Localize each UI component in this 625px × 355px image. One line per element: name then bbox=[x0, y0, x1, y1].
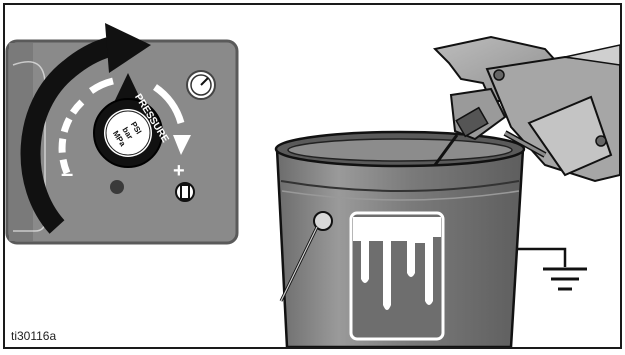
increase-symbol: + bbox=[173, 160, 185, 182]
illustration: PRESSURE PSI bar MPa – + bbox=[5, 5, 620, 347]
figure-id: ti30116a bbox=[11, 329, 56, 343]
valve-icon[interactable] bbox=[176, 183, 194, 201]
ground-symbol-icon bbox=[517, 249, 587, 289]
paint-bucket bbox=[276, 132, 524, 347]
indicator-light bbox=[110, 180, 124, 194]
decrease-symbol: – bbox=[61, 161, 73, 186]
figure-frame: PRESSURE PSI bar MPa – + bbox=[3, 3, 622, 349]
pressure-gauge-icon bbox=[187, 71, 215, 99]
